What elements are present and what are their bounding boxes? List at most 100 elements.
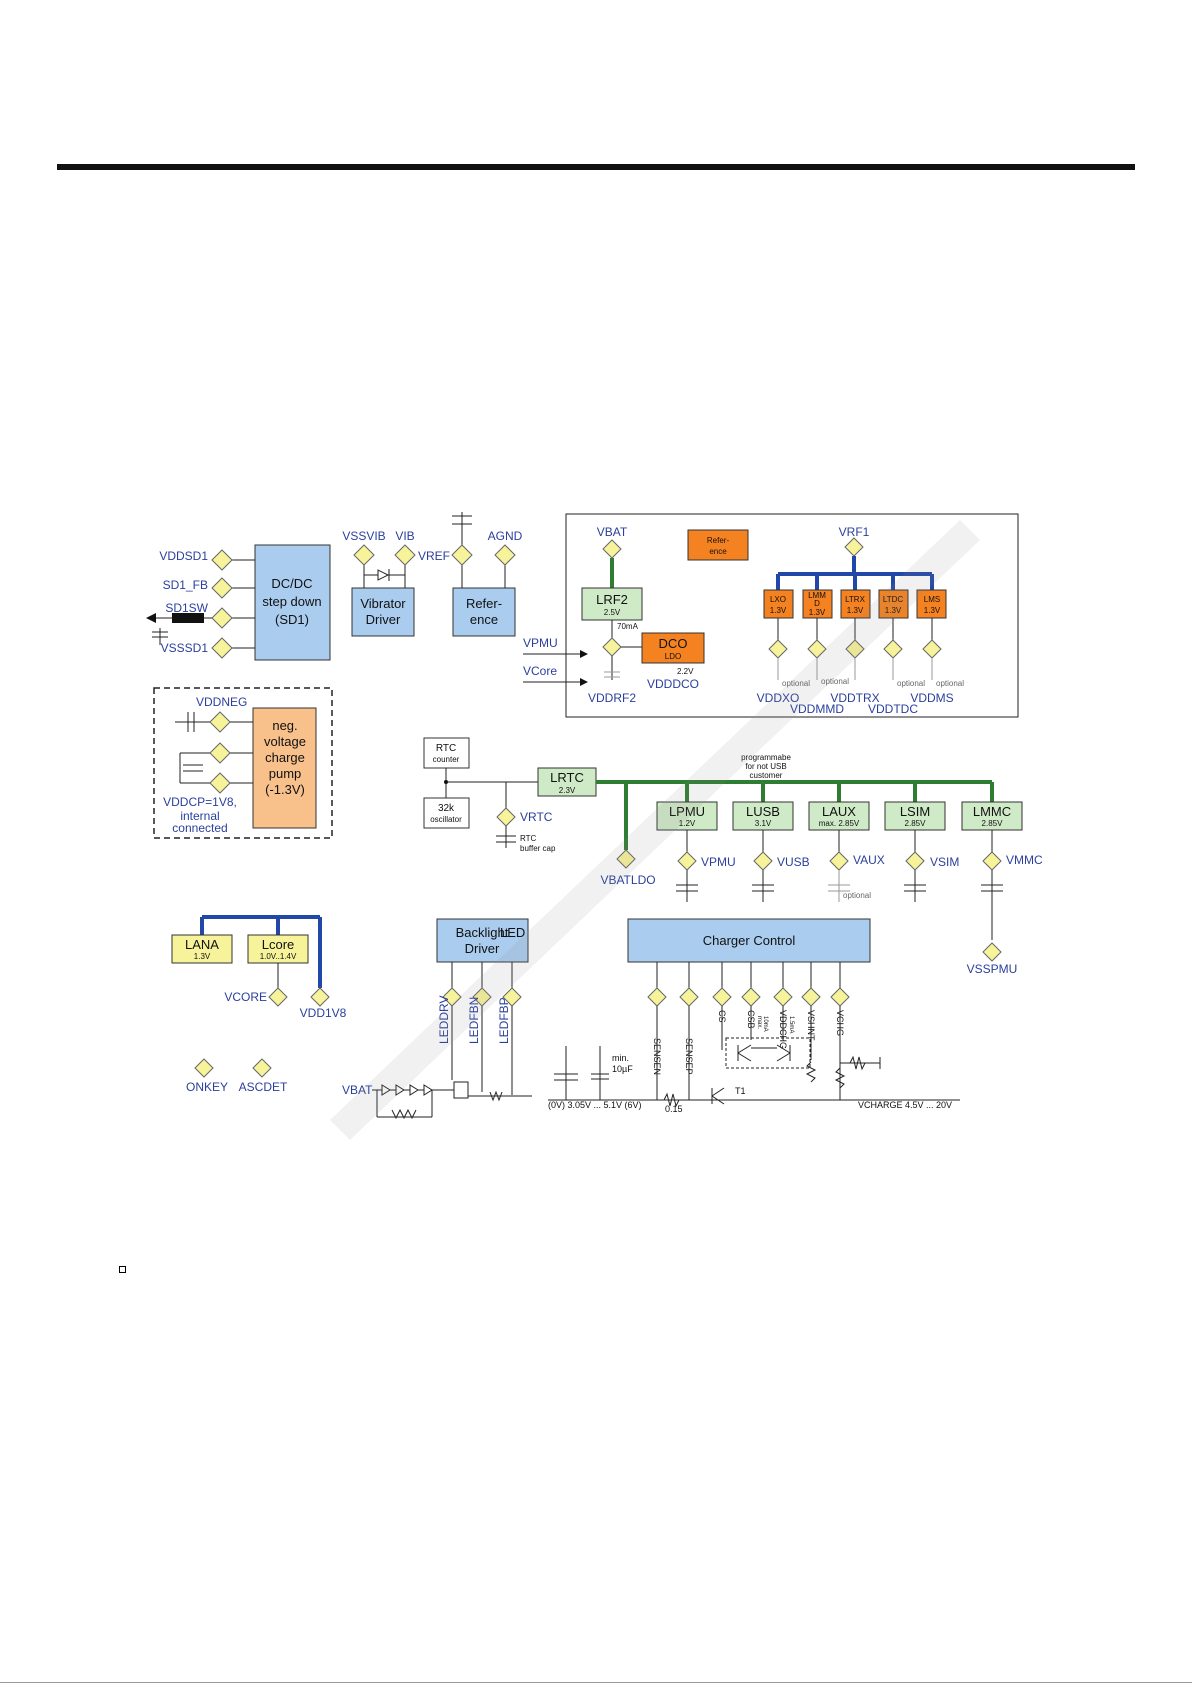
prog-note-2: for not USB [745,762,786,771]
label-vsspmu: VSSPMU [967,962,1018,976]
pin-cs [712,987,732,1007]
lrf2-note: 70mA [617,622,639,631]
page-marker [119,1266,126,1273]
vibrator-block: Vibrator Driver VSSVIB VIB [342,529,416,637]
sd1-title-2: step down [262,594,321,609]
lms-box [916,589,947,619]
label-vddsd1: VDDSD1 [159,549,208,563]
vibrator-title-2: Driver [366,612,401,627]
lcore-box [247,934,309,964]
optional-ltdc: optional [897,679,925,688]
laux-name: LAUX [822,804,856,819]
lms-name: LMS [924,595,940,604]
vcharge-range: VCHARGE 4.5V ... 20V [858,1100,952,1110]
note-max: max. [756,1016,762,1029]
diode-icon [377,569,390,581]
ltdc-voltage: 1.3V [885,606,902,615]
inductor-sd1 [172,613,204,623]
label-vcore: VCORE [224,990,267,1004]
backlight-title-1: Backlight [456,925,509,940]
dco-box [641,632,705,664]
sd1-title-1: DC/DC [271,576,312,591]
lsim-voltage: 2.85V [905,819,927,828]
rtc-osc-box [423,797,470,829]
reference-block: Refer- ence VREF AGND [418,512,523,637]
lmmd-name-1: LMM [808,591,826,600]
rtc-ldo-row: RTC counter 32k oscillator VRTC RTC buff… [423,737,1043,976]
optional-lms: optional [936,679,964,688]
lmmc-voltage: 2.85V [982,819,1004,828]
backlight-box [436,918,529,963]
rf-reference-box [687,529,749,561]
label-vrf1: VRF1 [839,525,870,539]
pin-onkey [194,1058,214,1078]
pin-vib [394,544,416,566]
vibrator-box [351,587,415,637]
lmmc-name: LMMC [973,804,1011,819]
watermark [330,520,980,1140]
res-value: 0.15 [665,1104,683,1114]
label-vddtdc: VDDTDC [868,702,918,716]
lpmu-name: LPMU [669,804,705,819]
lxo-voltage: 1.3V [770,606,787,615]
pin-vsssd1 [211,637,233,659]
label-ledfbn: LEDFBN [467,997,481,1044]
ltdc-name: LTDC [883,595,904,604]
dco-name: DCO [659,636,688,651]
pin-vbat [602,539,622,559]
charger-title: Charger Control [703,933,796,948]
laux-voltage: max. 2.85V [819,819,860,828]
label-sd1sw: SD1SW [165,601,208,615]
charger-range: (0V) 3.05V ... 5.1V (6V) [548,1100,642,1110]
note-10ma: 10mA [762,1016,768,1032]
label-vssvib: VSSVIB [342,529,385,543]
ltrx-voltage: 1.3V [847,606,864,615]
rf-reference-title-2: ence [709,547,727,556]
neg-title-3: charge [265,750,305,765]
neg-note-1: VDDCP=1V8, [163,795,237,809]
lana-box [171,934,233,964]
top-rule [57,164,1135,170]
lrtc-name: LRTC [550,770,584,785]
prog-note-3: customer [750,771,783,780]
transistor-pair [725,1037,811,1069]
label-vusb: VUSB [777,855,810,869]
label-ascdet: ASCDET [239,1080,288,1094]
neg-box [252,707,317,829]
label-sd1-fb: SD1_FB [163,578,208,592]
lpmu-box [656,801,718,831]
arrow-left-icon [146,613,156,623]
optional-lxo: optional [782,679,810,688]
lrf2-name: LRF2 [596,592,628,607]
neg-charge-pump: neg. voltage charge pump (-1.3V) VDDNEG … [153,687,333,839]
pin-agnd [494,544,516,566]
lxo-box [763,589,794,619]
pin-vssvib [353,544,375,566]
label-vbatldo: VBATLDO [600,873,655,887]
pin-vddxo [768,639,788,659]
lmmd-box [802,589,833,619]
lusb-box [732,801,794,831]
pin-vbatldo [616,849,636,869]
pin-vpmu [677,851,697,871]
label-vpmu: VPMU [701,855,736,869]
lrf2-box [581,587,643,621]
neg-title-4: pump [269,766,302,781]
label-vddxo: VDDXO [757,691,800,705]
pin-cp1 [209,742,231,764]
label-vrtc: VRTC [520,810,553,824]
lrtc-voltage: 2.3V [559,786,576,795]
note-1-5ma: 1.5mA [788,1016,794,1033]
label-vref: VREF [418,549,450,563]
label-vaux: VAUX [853,853,885,867]
label-vsim: VSIM [930,855,959,869]
backlight-title-3: Driver [465,941,500,956]
pin-vrf1 [844,537,864,557]
rf-reference-title-1: Refer- [707,536,730,545]
pin-vsim [905,851,925,871]
arrow-right-icon [580,650,588,658]
min-cap-1: min. [612,1053,629,1063]
neg-note-3: connected [172,821,227,835]
label-vdddco: VDDDCO [647,677,699,691]
rtc-cap-2: buffer cap [520,844,556,853]
